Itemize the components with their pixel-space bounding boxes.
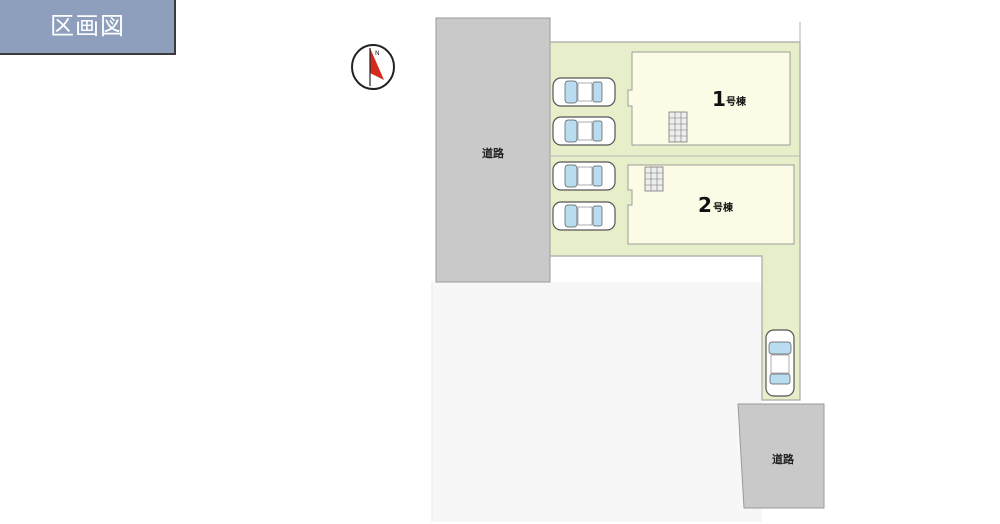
building-1-number: 1 — [712, 87, 726, 111]
building-1-suffix: 号棟 — [726, 95, 747, 108]
road-south-label: 道路 — [772, 452, 795, 466]
building-2-number: 2 — [698, 193, 712, 217]
road-west-label: 道路 — [482, 146, 505, 160]
building-2-suffix: 号棟 — [713, 201, 734, 214]
parking-car-4 — [552, 201, 616, 231]
building-1-entrance-tiles — [668, 111, 688, 143]
parking-car-2 — [552, 116, 616, 146]
building-1 — [627, 51, 791, 146]
parking-car-3 — [552, 161, 616, 191]
neighbor-area — [432, 282, 762, 522]
parking-car-1 — [552, 77, 616, 107]
compass-north-label: N — [375, 50, 380, 57]
road-south — [737, 403, 825, 509]
page-title: 区画図 — [0, 0, 176, 55]
north-compass-icon: N — [351, 44, 395, 90]
building-2 — [627, 164, 795, 245]
parking-car-5 — [765, 329, 795, 397]
